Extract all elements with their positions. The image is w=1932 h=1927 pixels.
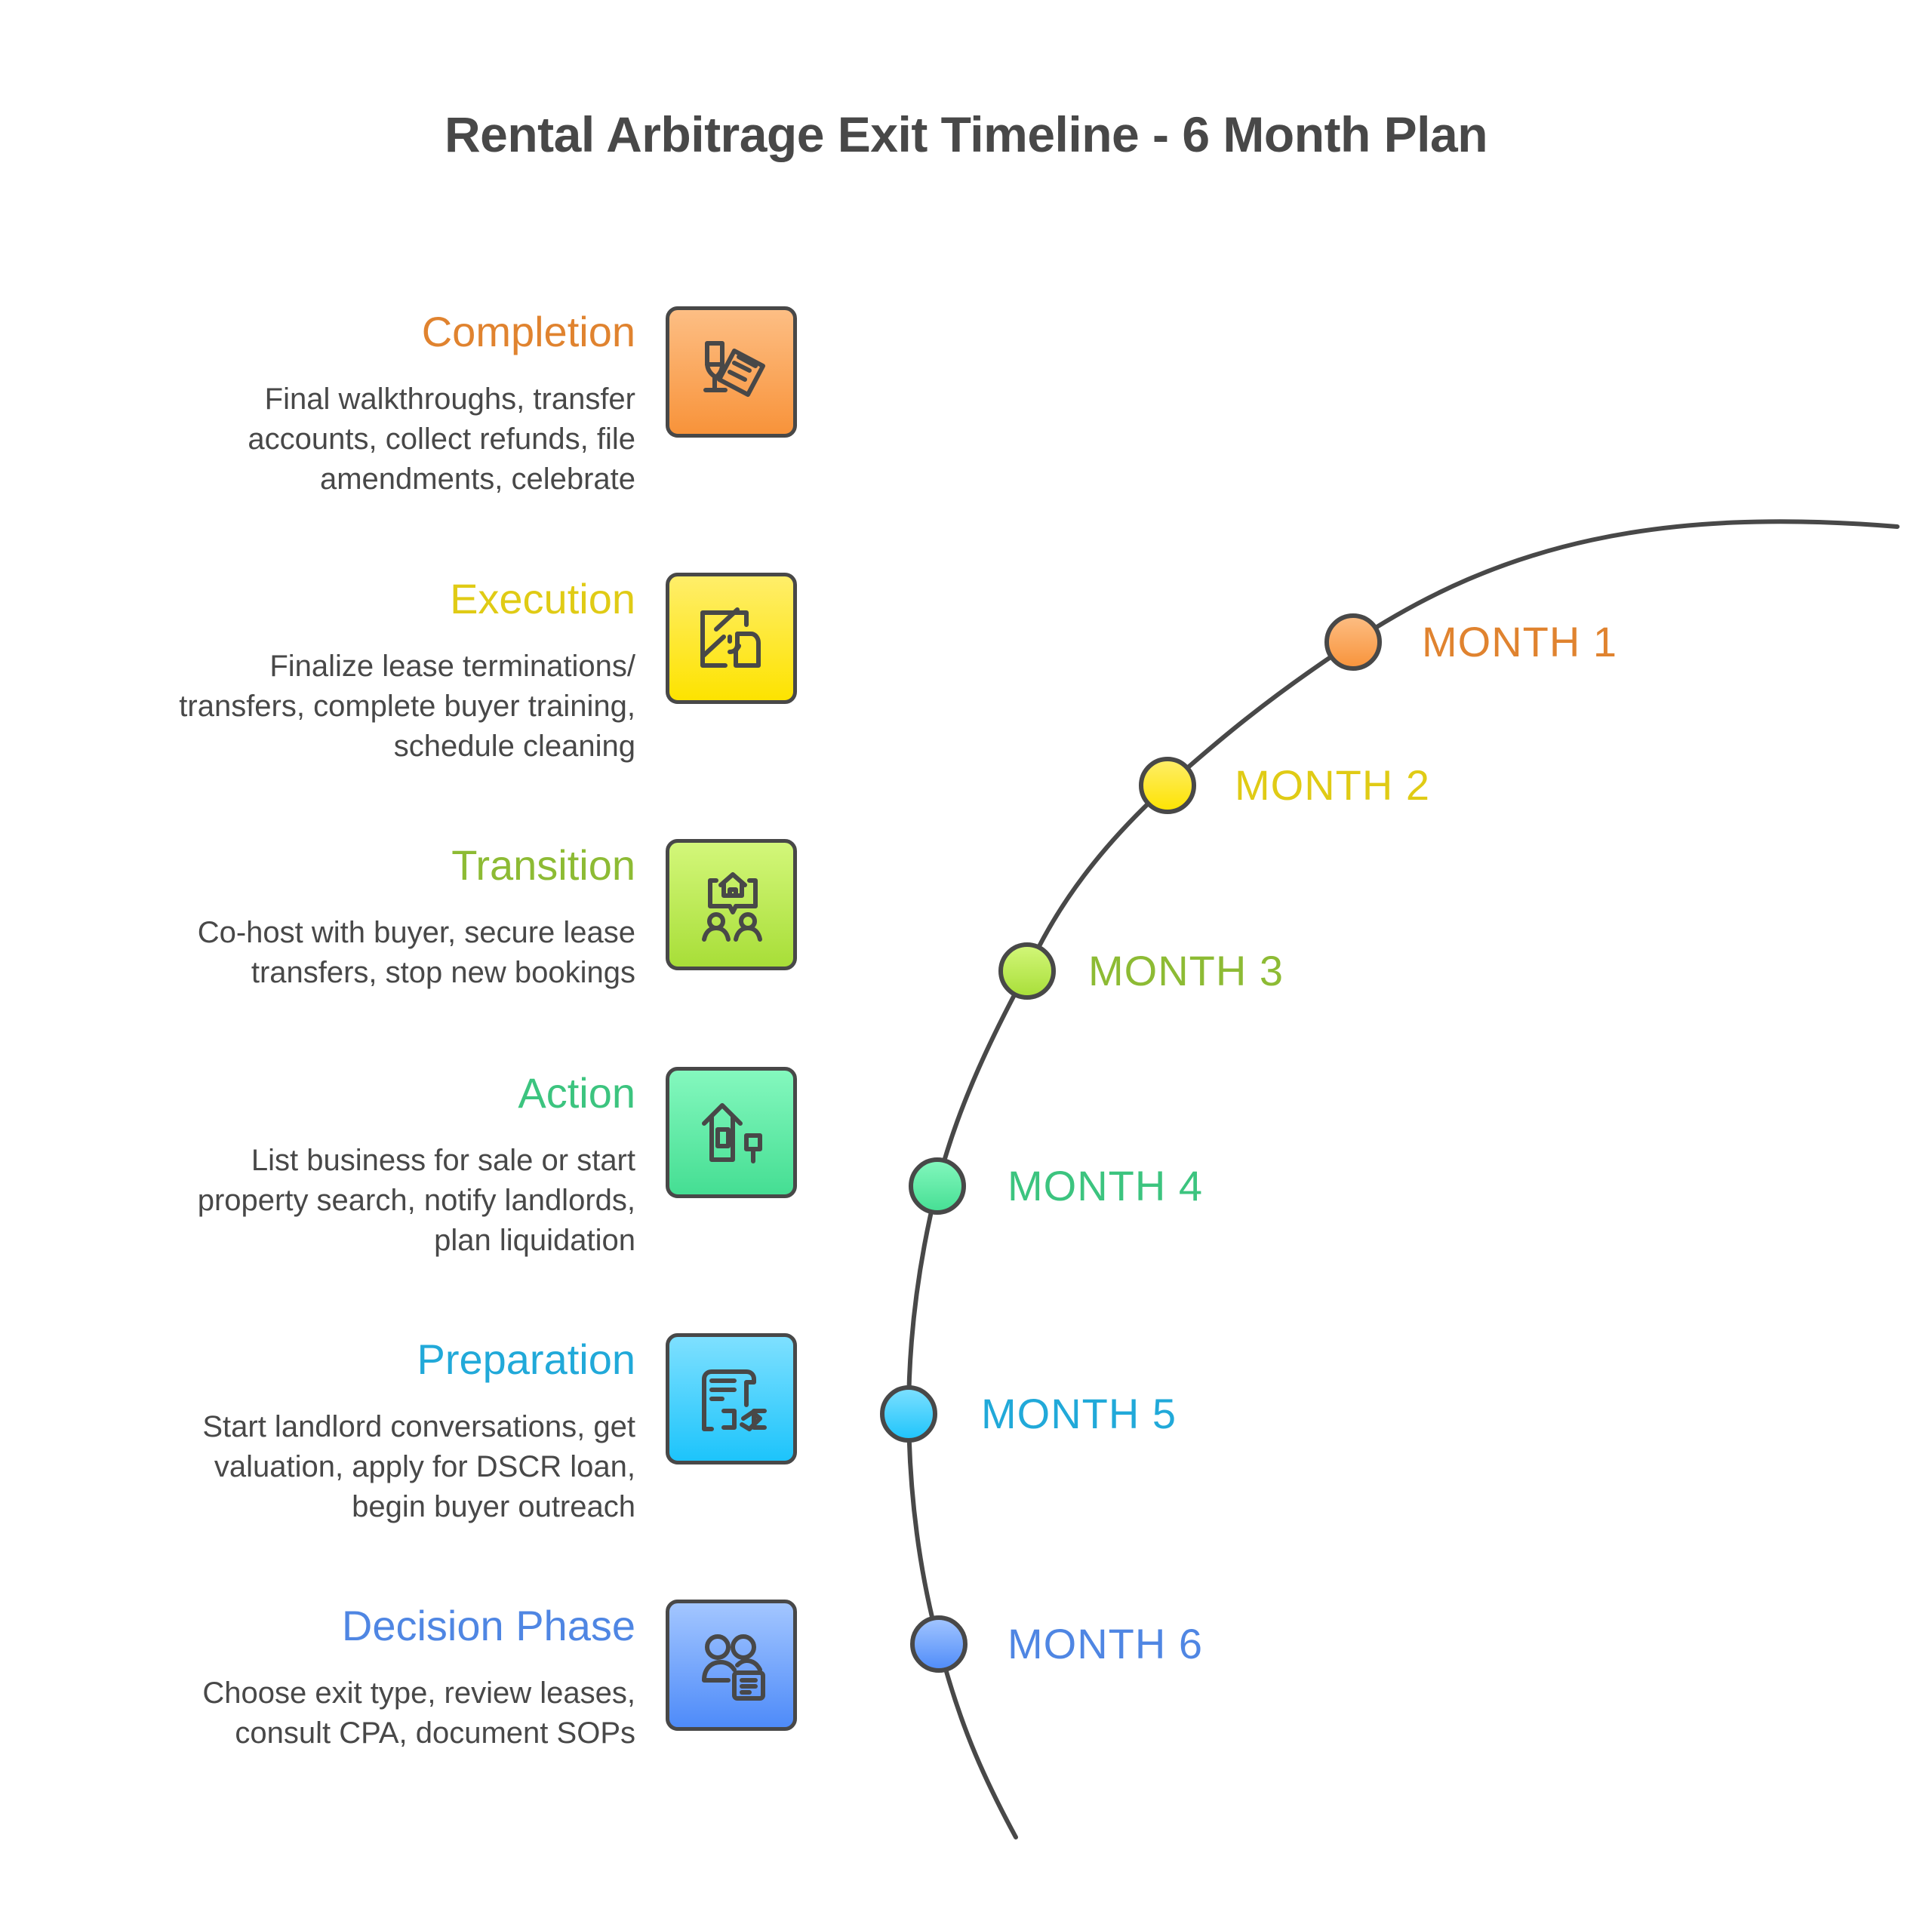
page-title: Rental Arbitrage Exit Timeline - 6 Month… bbox=[444, 106, 1488, 162]
desc-line: transfers, stop new bookings bbox=[251, 956, 635, 989]
month-6-label: MONTH 6 bbox=[1008, 1620, 1203, 1667]
desc-line: Start landlord conversations, get bbox=[202, 1410, 635, 1443]
desc-line: transfers, complete buyer training, bbox=[179, 690, 635, 723]
phase-action: Action List business for sale or start p… bbox=[62, 1067, 635, 1261]
desc-line: plan liquidation bbox=[434, 1224, 635, 1257]
month-2-label: MONTH 2 bbox=[1235, 761, 1430, 809]
house-for-sale-sign-icon bbox=[666, 1067, 797, 1198]
phase-preparation: Preparation Start landlord conversations… bbox=[62, 1333, 635, 1527]
desc-line: begin buyer outreach bbox=[352, 1490, 635, 1523]
phase-description: Choose exit type, review leases, consult… bbox=[62, 1673, 635, 1753]
desc-line: amendments, celebrate bbox=[319, 463, 635, 496]
month-3-label: MONTH 3 bbox=[1088, 947, 1284, 994]
phase-completion: Completion Final walkthroughs, transfer … bbox=[62, 306, 635, 499]
phase-description: Finalize lease terminations/ transfers, … bbox=[62, 647, 635, 767]
phase-heading: Decision Phase bbox=[341, 1602, 635, 1649]
month-3-dot bbox=[998, 942, 1056, 1000]
desc-line: schedule cleaning bbox=[393, 730, 635, 763]
desc-line: Choose exit type, review leases, bbox=[202, 1677, 635, 1710]
phase-execution: Execution Finalize lease terminations/ t… bbox=[62, 573, 635, 767]
month-5-label: MONTH 5 bbox=[981, 1390, 1177, 1437]
desc-line: List business for sale or start bbox=[251, 1144, 635, 1177]
month-5-dot bbox=[880, 1385, 937, 1443]
team-document-icon bbox=[666, 1600, 797, 1731]
contract-handshake-icon bbox=[666, 1333, 797, 1464]
phase-heading: Preparation bbox=[417, 1335, 635, 1383]
desc-line: accounts, collect refunds, file bbox=[248, 423, 635, 456]
people-house-chat-icon bbox=[666, 839, 797, 970]
phase-heading: Completion bbox=[421, 308, 635, 355]
phase-description: Start landlord conversations, get valuat… bbox=[62, 1407, 635, 1527]
champagne-checklist-icon bbox=[666, 306, 797, 438]
month-6-dot bbox=[910, 1615, 968, 1673]
month-2-dot bbox=[1139, 757, 1196, 814]
desc-line: valuation, apply for DSCR loan, bbox=[214, 1450, 635, 1483]
phase-description: Final walkthroughs, transfer accounts, c… bbox=[62, 380, 635, 499]
desc-line: property search, notify landlords, bbox=[197, 1184, 635, 1217]
desc-line: Final walkthroughs, transfer bbox=[264, 383, 635, 416]
month-1-dot bbox=[1324, 613, 1382, 671]
desc-line: Co-host with buyer, secure lease bbox=[197, 916, 635, 949]
window-cleaning-spray-icon bbox=[666, 573, 797, 704]
phase-description: List business for sale or start property… bbox=[62, 1141, 635, 1261]
phase-heading: Execution bbox=[450, 575, 635, 622]
phase-description: Co-host with buyer, secure lease transfe… bbox=[62, 913, 635, 993]
desc-line: Finalize lease terminations/ bbox=[269, 650, 635, 683]
month-4-dot bbox=[909, 1157, 966, 1215]
phase-decision: Decision Phase Choose exit type, review … bbox=[62, 1600, 635, 1753]
month-4-label: MONTH 4 bbox=[1008, 1162, 1203, 1209]
desc-line: consult CPA, document SOPs bbox=[235, 1716, 635, 1750]
phase-heading: Action bbox=[518, 1069, 635, 1117]
phase-heading: Transition bbox=[451, 841, 635, 889]
month-1-label: MONTH 1 bbox=[1422, 618, 1617, 665]
phase-transition: Transition Co-host with buyer, secure le… bbox=[62, 839, 635, 993]
